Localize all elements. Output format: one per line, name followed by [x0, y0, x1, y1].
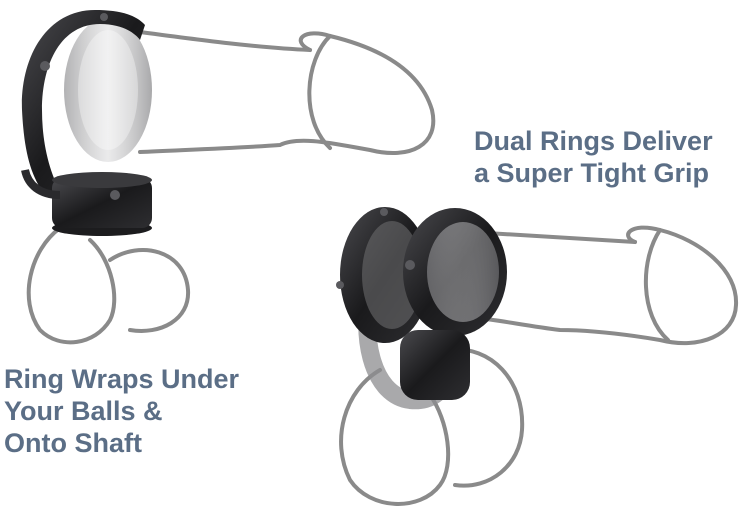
caption-dual-rings: Dual Rings Deliver a Super Tight Grip — [474, 125, 713, 189]
caption-right-line-2: a Super Tight Grip — [474, 158, 710, 188]
caption-ring-wraps: Ring Wraps Under Your Balls & Onto Shaft — [4, 363, 239, 459]
caption-left-line-3: Onto Shaft — [4, 428, 142, 458]
left-cylinder-ring — [21, 168, 152, 236]
left-figure-outline — [26, 30, 436, 345]
caption-right-line-1: Dual Rings Deliver — [474, 126, 713, 156]
left-clear-ring — [64, 18, 152, 162]
caption-left-line-2: Your Balls & — [4, 396, 163, 426]
caption-left-line-1: Ring Wraps Under — [4, 364, 240, 394]
right-figure-outline — [339, 225, 739, 506]
right-dark-ring-front — [400, 208, 507, 400]
left-dark-band — [21, 10, 145, 195]
